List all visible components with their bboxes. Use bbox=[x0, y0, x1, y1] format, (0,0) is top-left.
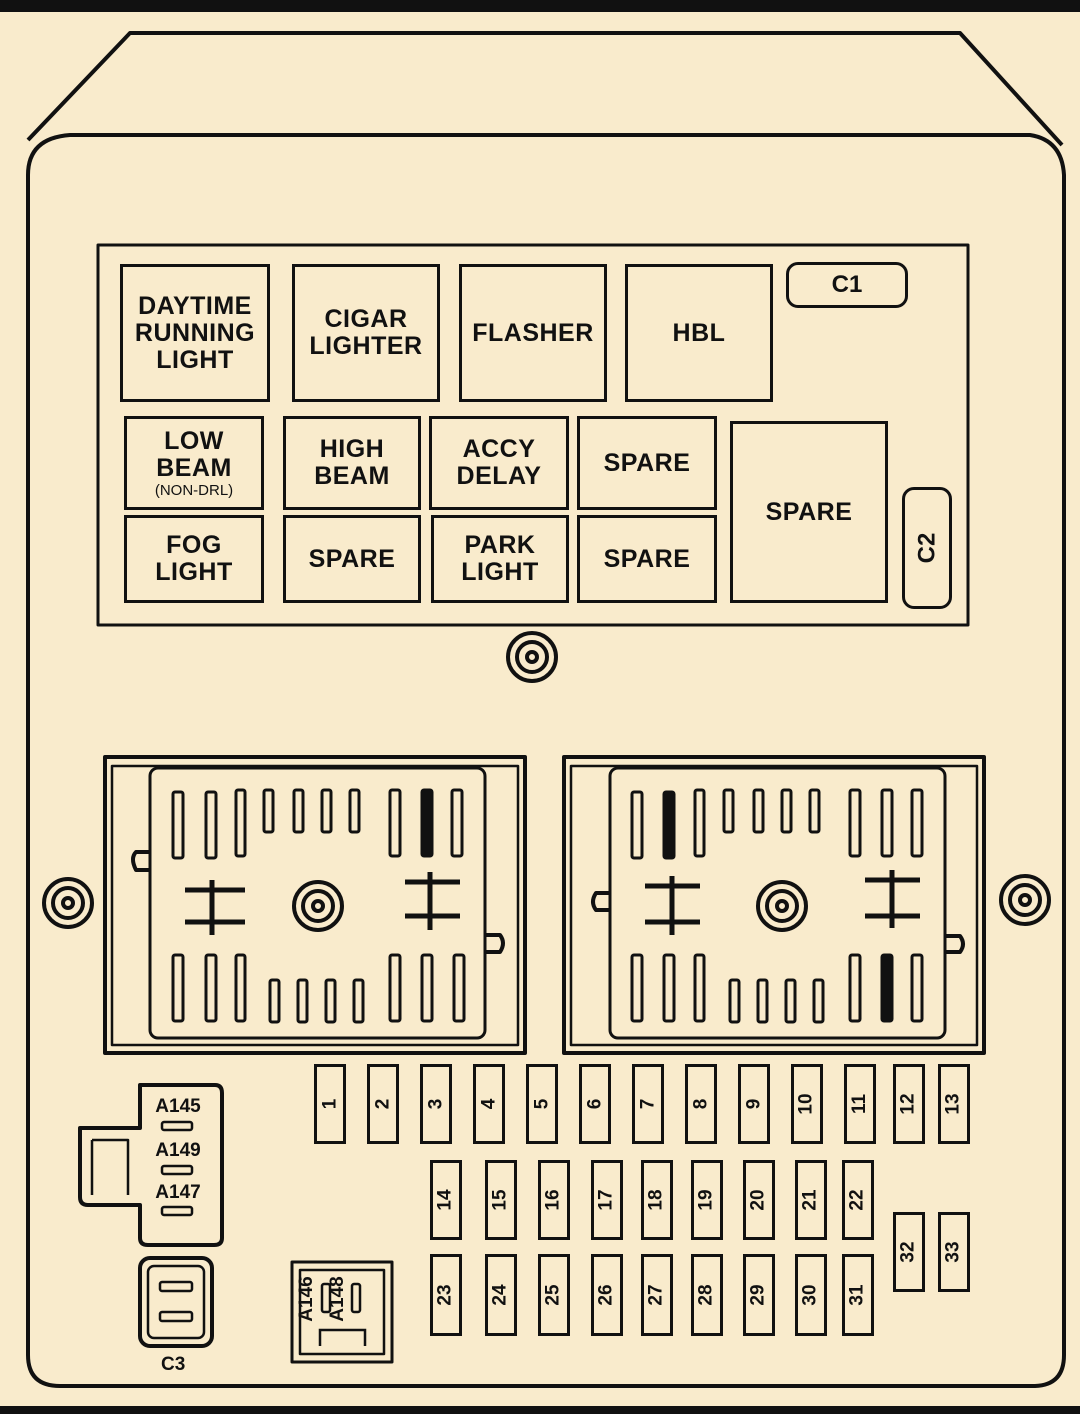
relay-spare-b: SPARE bbox=[283, 515, 421, 603]
right-connector-outer bbox=[562, 755, 986, 1055]
connector-c3 bbox=[138, 1256, 214, 1348]
circuit-a145-label: A145 bbox=[155, 1096, 201, 1117]
relay-hbl: HBL bbox=[625, 264, 773, 402]
fuse-4: 4 bbox=[473, 1064, 505, 1144]
fuse-23: 23 bbox=[430, 1254, 462, 1336]
connector-a145-a147 bbox=[78, 1083, 224, 1247]
relay-accy-delay: ACCY DELAY bbox=[429, 416, 569, 510]
fuse-15: 15 bbox=[485, 1160, 517, 1240]
connector-c1: C1 bbox=[786, 262, 908, 308]
fuse-19: 19 bbox=[691, 1160, 723, 1240]
fuse-25: 25 bbox=[538, 1254, 570, 1336]
fuse-2: 2 bbox=[367, 1064, 399, 1144]
fuse-24: 24 bbox=[485, 1254, 517, 1336]
relay-spare-large: SPARE bbox=[730, 421, 888, 603]
housing-lid bbox=[26, 31, 1064, 147]
left-connector-outer bbox=[103, 755, 527, 1055]
fuse-17: 17 bbox=[591, 1160, 623, 1240]
fuse-11: 11 bbox=[844, 1064, 876, 1144]
fuse-14: 14 bbox=[430, 1160, 462, 1240]
fuse-33: 33 bbox=[938, 1212, 970, 1292]
fuse-13: 13 bbox=[938, 1064, 970, 1144]
fuse-9: 9 bbox=[738, 1064, 770, 1144]
connector-a146-a148 bbox=[290, 1260, 394, 1364]
fuse-20: 20 bbox=[743, 1160, 775, 1240]
left-connector-inner bbox=[148, 766, 487, 1040]
right-connector-inner bbox=[608, 766, 947, 1040]
circuit-a147-label: A147 bbox=[155, 1182, 201, 1203]
fuse-7: 7 bbox=[632, 1064, 664, 1144]
relay-high-beam: HIGH BEAM bbox=[283, 416, 421, 510]
fuse-22: 22 bbox=[842, 1160, 874, 1240]
fuse-16: 16 bbox=[538, 1160, 570, 1240]
fuse-27: 27 bbox=[641, 1254, 673, 1336]
circuit-a148-label: A148 bbox=[327, 1276, 348, 1322]
relay-fog-light: FOG LIGHT bbox=[124, 515, 264, 603]
fuse-31: 31 bbox=[842, 1254, 874, 1336]
relay-park-light: PARK LIGHT bbox=[431, 515, 569, 603]
low-beam-note: (NON-DRL) bbox=[154, 481, 234, 499]
connector-c2: C2 bbox=[902, 487, 952, 609]
fuse-12: 12 bbox=[893, 1064, 925, 1144]
relay-low-beam: LOW BEAM(NON-DRL) bbox=[124, 416, 264, 510]
circuit-a146-label: A146 bbox=[296, 1276, 317, 1322]
relay-daytime-running-light: DAYTIME RUNNING LIGHT bbox=[120, 264, 270, 402]
fuse-21: 21 bbox=[795, 1160, 827, 1240]
fuse-28: 28 bbox=[691, 1254, 723, 1336]
relay-flasher: FLASHER bbox=[459, 264, 607, 402]
bottom-border bbox=[0, 1406, 1080, 1414]
fuse-26: 26 bbox=[591, 1254, 623, 1336]
fuse-3: 3 bbox=[420, 1064, 452, 1144]
relay-panel bbox=[96, 243, 970, 627]
fuse-32: 32 bbox=[893, 1212, 925, 1292]
fuse-18: 18 bbox=[641, 1160, 673, 1240]
relay-spare-c: SPARE bbox=[577, 515, 717, 603]
fuse-1: 1 bbox=[314, 1064, 346, 1144]
connector-c3-label: C3 bbox=[161, 1354, 186, 1375]
top-border bbox=[0, 0, 1080, 12]
fuse-8: 8 bbox=[685, 1064, 717, 1144]
fuse-10: 10 bbox=[791, 1064, 823, 1144]
relay-spare-a: SPARE bbox=[577, 416, 717, 510]
fuse-6: 6 bbox=[579, 1064, 611, 1144]
fuse-29: 29 bbox=[743, 1254, 775, 1336]
fuse-30: 30 bbox=[795, 1254, 827, 1336]
relay-cigar-lighter: CIGAR LIGHTER bbox=[292, 264, 440, 402]
housing-body bbox=[26, 133, 1066, 1388]
circuit-a149-label: A149 bbox=[155, 1140, 201, 1161]
fuse-5: 5 bbox=[526, 1064, 558, 1144]
